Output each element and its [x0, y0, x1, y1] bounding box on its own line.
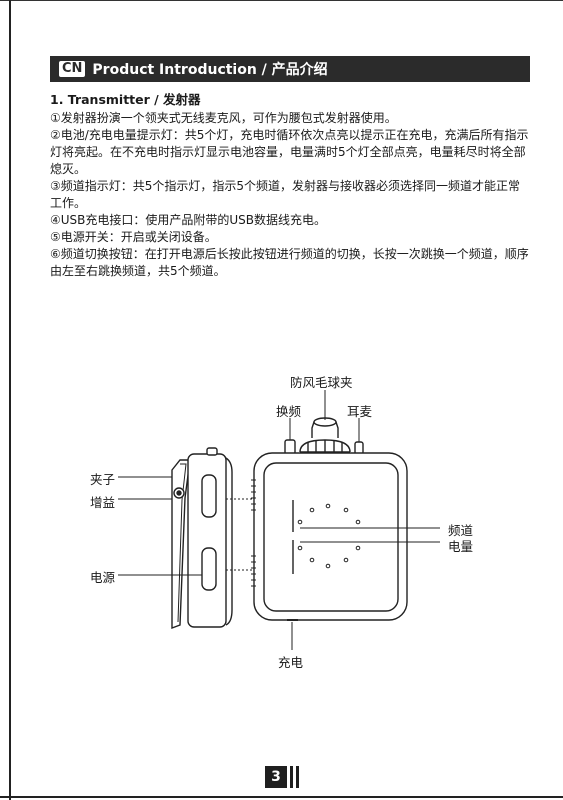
page-number-bar: [296, 766, 299, 788]
left-border: [9, 0, 11, 800]
language-badge: CN: [59, 61, 86, 77]
channel-led-5: [355, 519, 361, 525]
front-body: [253, 452, 408, 621]
item-5: ⑤电源开关：开启或关闭设备。: [50, 230, 217, 244]
battery-led-5: [355, 545, 361, 551]
battery-led-3: [325, 563, 331, 569]
section-header-bar: CN Product Introduction / 产品介绍: [50, 56, 530, 82]
item-3: ③频道指示灯：共5个指示灯，指示5个频道，发射器与接收器必须选择同一频道才能正常…: [50, 179, 521, 210]
channel-led-3: [325, 503, 331, 509]
label-gain: 增益: [90, 495, 116, 510]
transmitter-diagram: 防风毛球夹 换频 耳麦 夹子 增益 电源 频道 电量 充电: [0, 360, 563, 694]
transmitter-heading: 1. Transmitter / 发射器: [50, 92, 201, 107]
item-4: ④USB充电接口：使用产品附带的USB数据线充电。: [50, 213, 327, 227]
item-1: ①发射器扮演一个领夹式无线麦克风，可作为腰包式发射器使用。: [50, 111, 397, 125]
section-title: Product Introduction / 产品介绍: [92, 62, 328, 78]
transmitter-description: 1. Transmitter / 发射器 ①发射器扮演一个领夹式无线麦克风，可作…: [50, 91, 532, 280]
page-number-bar: [290, 766, 293, 788]
bottom-border: [0, 796, 563, 798]
label-charge: 充电: [278, 655, 304, 670]
channel-led-1: [297, 519, 303, 525]
label-power: 电源: [90, 570, 116, 585]
front-panel: [263, 462, 399, 612]
gain-switch: [201, 474, 217, 518]
item-2: ②电池/充电电量提示灯：共5个灯，充电时循环依次点亮以提示正在充电，充满后所有指…: [50, 128, 529, 176]
label-clip: 夹子: [90, 472, 116, 487]
label-battery: 电量: [448, 539, 474, 554]
battery-led-4: [343, 557, 349, 563]
page-number-value: 3: [265, 766, 287, 788]
label-windscreen: 防风毛球夹: [290, 375, 353, 390]
battery-led-1: [297, 545, 303, 551]
item-6: ⑥频道切换按钮：在打开电源后长按此按钮进行频道的切换，长按一次跳换一个频道，顺序…: [50, 247, 529, 278]
label-earphone: 耳麦: [347, 404, 373, 419]
label-channel: 频道: [448, 523, 474, 538]
power-switch: [201, 547, 217, 591]
channel-led-2: [309, 507, 315, 513]
channel-led-4: [343, 507, 349, 513]
device-illustration: [118, 390, 440, 650]
page-number: 3: [265, 766, 299, 788]
top-border: [0, 0, 563, 1]
label-switch: 换频: [276, 404, 302, 419]
battery-led-2: [309, 557, 315, 563]
